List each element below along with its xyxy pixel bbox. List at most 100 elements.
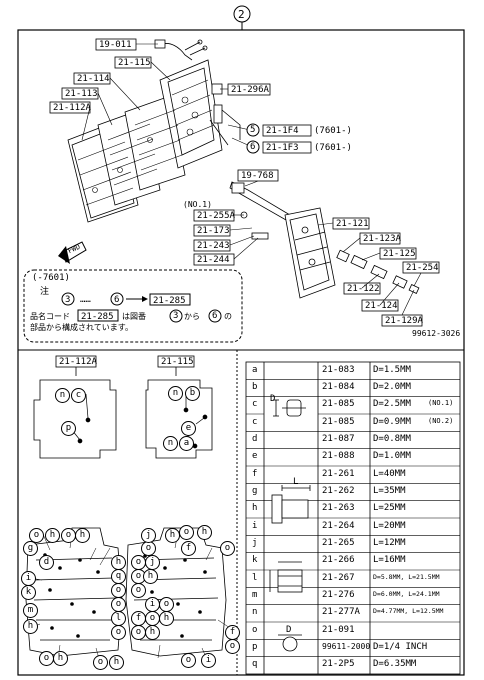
circled-letter: d (39, 555, 54, 570)
circled-letter: o (179, 525, 194, 540)
note-circle3: 3 (65, 295, 71, 305)
circled-letter: o (61, 528, 76, 543)
circled-letter: h (143, 569, 158, 584)
valve-body-assembly (67, 59, 223, 223)
table-code: 21-087 (322, 434, 355, 444)
table-key: i (252, 520, 258, 531)
table-spec: D=2.5MM (373, 399, 411, 410)
circled-letter: f (131, 611, 146, 626)
table-code: 21-088 (322, 451, 355, 462)
circled-letter: a (179, 436, 194, 451)
note-arrow-target: 21-285 (153, 296, 186, 306)
callout-21-124: 21-124 (365, 301, 398, 311)
table-code: 21-264 (322, 520, 355, 531)
circled-letter: i (21, 571, 36, 586)
note-line4a: 品名コード (30, 312, 70, 321)
table-spec: D=0.8MM (373, 434, 411, 444)
table-key: m (252, 590, 258, 600)
table-spec: D=4.77MM, L=12.5MM (373, 607, 444, 616)
table-code: 21-265 (322, 538, 355, 548)
figure-code: 99612-3026 (412, 329, 461, 338)
table-code: 21-261 (322, 468, 355, 479)
callout-21-244: 21-244 (197, 255, 230, 265)
callout-21-123a: 21-123A (363, 234, 401, 244)
circled-letter: g (23, 541, 38, 556)
note-line5: 部品から構成されています。 (30, 323, 133, 332)
table-key: g (252, 486, 258, 496)
circled-letter: i (145, 597, 160, 612)
callout-21-296a: 21-296A (231, 85, 269, 95)
table-spec: D=1.5MM (373, 364, 411, 375)
callout-21-255a: 21-255A (197, 211, 235, 221)
table-code: 21-276 (322, 590, 355, 600)
table-code: 21-263 (322, 503, 355, 514)
circled-letter: h (109, 655, 124, 670)
plate-label-112a: 21-112A (59, 357, 97, 367)
table-spec: D=2.0MM (373, 382, 411, 392)
table-code: 99611-2000 (322, 642, 371, 651)
plate-diagrams (33, 355, 213, 459)
table-spec: L=16MM (373, 555, 406, 566)
table-code: 21-084 (322, 382, 355, 392)
callout-21-114: 21-114 (77, 74, 110, 84)
circled-letter: m (23, 603, 38, 618)
note-line4-code: 21-285 (81, 312, 114, 322)
table-code: 21-091 (322, 624, 355, 635)
callout-19-768: 19-768 (241, 171, 274, 181)
circled-letter: o (131, 555, 146, 570)
table-key: o (252, 624, 258, 635)
table-key: q (252, 659, 258, 670)
table-key: d (252, 434, 258, 444)
table-note: (NO.1) (428, 399, 454, 408)
note-line1: (-7601) (32, 273, 70, 283)
table-spec: L=20MM (373, 520, 406, 531)
circle-6-label: 6 (250, 142, 256, 152)
circled-letter: o (225, 639, 240, 654)
note-line4c: から (184, 312, 200, 321)
table-code: 21-266 (322, 555, 355, 566)
table-key: b (252, 382, 258, 392)
circled-letter: o (159, 597, 174, 612)
dim-l-label: L (293, 477, 299, 487)
table-key: a (252, 364, 258, 375)
circled-letter: h (111, 555, 126, 570)
model-7601-a: (7601-) (314, 126, 352, 136)
sheet-number: 2 (238, 8, 245, 21)
callout-21-1f3: 21-1F3 (266, 143, 299, 153)
table-key: l (252, 572, 258, 583)
circled-letter: h (53, 651, 68, 666)
note-line4-c6: 6 (212, 311, 218, 321)
callout-21-1f4: 21-1F4 (266, 126, 299, 136)
lower-dots (43, 553, 207, 638)
table-spec: D=1/4 INCH (373, 642, 428, 652)
callout-21-113: 21-113 (65, 89, 98, 99)
callout-21-112a: 21-112A (53, 103, 91, 113)
circled-letter: o (145, 611, 160, 626)
circled-letter: o (141, 541, 156, 556)
circled-letter: c (71, 388, 86, 403)
circled-letter: n (55, 388, 70, 403)
callout-21-115: 21-115 (118, 58, 151, 68)
note-dots: …… (80, 295, 91, 305)
circled-letter: p (61, 421, 76, 436)
table-code: 21-083 (322, 364, 355, 375)
callout-boxes (49, 38, 440, 327)
circled-letter: h (145, 625, 160, 640)
circled-letter: f (225, 625, 240, 640)
circled-letter: n (168, 386, 183, 401)
callout-21-129a: 21-129A (385, 316, 423, 326)
table-spec: D=5.8MM, L=21.5MM (373, 572, 440, 581)
table-spec: D=0.9MM (373, 416, 411, 427)
circled-letter: h (75, 528, 90, 543)
callout-21-254: 21-254 (406, 263, 439, 273)
table-code: 21-262 (322, 486, 355, 496)
dim-d-label-2: D (286, 625, 292, 635)
table-code: 21-277A (322, 607, 360, 618)
table-spec: L=40MM (373, 468, 406, 479)
table-spec: D=6.0MM, L=24.1MM (373, 590, 440, 598)
circle-5-label: 5 (250, 125, 256, 135)
table-spec: L=25MM (373, 503, 406, 514)
table-code: 21-085 (322, 416, 355, 427)
circled-letter: h (23, 619, 38, 634)
callout-21-243: 21-243 (197, 241, 230, 251)
